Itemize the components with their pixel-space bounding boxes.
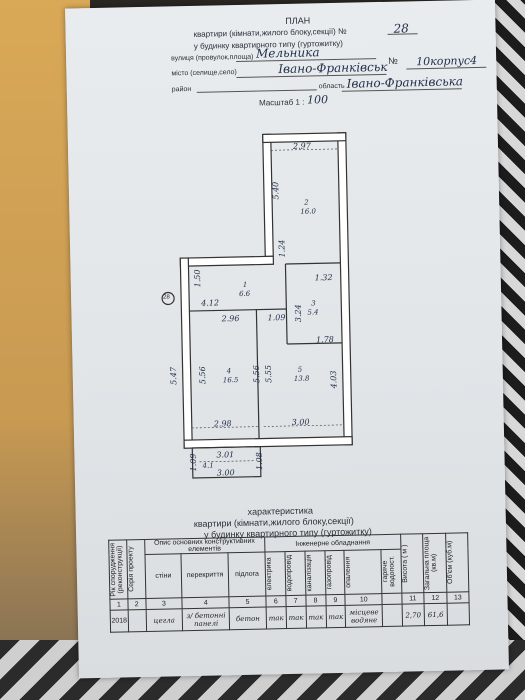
col-number: 10 (345, 593, 383, 606)
dim-label: 1.78 (315, 335, 334, 345)
building-number: 10корпус4 (416, 53, 478, 69)
room-number: 5 (297, 365, 303, 374)
cell-elec: так (266, 606, 287, 629)
header-line1: квартири (кімнати,жилого блоку,секції) № (193, 26, 347, 39)
room-area: 5.4 (307, 308, 319, 317)
characteristics-table: Рік спорудження (реконструкції) Серія пр… (108, 532, 470, 633)
cell-floor: бетон (229, 606, 267, 630)
dim-label: 2.98 (213, 419, 232, 429)
cell-series (127, 609, 147, 632)
header-cell: Рік спорудження (реконструкції) (109, 542, 125, 597)
room-number: 4 (226, 367, 232, 376)
dim-label: 2.97 (292, 141, 311, 151)
cell-heat: місцеве водяне (345, 604, 383, 628)
col-number: 9 (325, 594, 346, 606)
dim-label: 3.01 (216, 450, 235, 460)
dim-label: 3.00 (291, 417, 310, 427)
floor-plan-document: ПЛАН квартири (кімнати,жилого блоку,секц… (65, 0, 509, 679)
room-area: 16.5 (222, 376, 239, 385)
cell-water: так (285, 606, 307, 629)
header-cell: каналізація (305, 554, 313, 592)
district-underline (196, 89, 317, 93)
col-number: 3 (145, 597, 183, 610)
col-number (381, 593, 402, 605)
dim-label: 3.00 (216, 468, 235, 478)
col-number: 5 (229, 596, 267, 608)
dim-label: 1.32 (314, 273, 333, 283)
floor-plan-drawing (161, 132, 353, 479)
dim-label: 2.96 (221, 313, 240, 324)
room-number: 2 (304, 198, 309, 207)
cell-total: 61,6 (423, 603, 448, 626)
dim-label: 5.47 (168, 366, 179, 385)
dim-label: 4.12 (201, 298, 220, 308)
cell-volume (446, 602, 470, 626)
street-value: Мельника (255, 45, 320, 61)
cell-ceiling: з/ бетонні панелі (182, 607, 230, 631)
dim-label: 5.56 (251, 365, 262, 384)
col-number: 6 (265, 595, 286, 607)
col-number: 7 (285, 595, 306, 607)
header-cell: газопровід (325, 555, 333, 590)
dim-label: 5.55 (263, 364, 274, 383)
header-cell: електрика (265, 557, 274, 591)
oblast-label: область (318, 82, 345, 91)
dim-label: 1.50 (192, 269, 203, 288)
apt-marker-label: 28 (163, 294, 170, 301)
cell-height: 2,70 (401, 603, 425, 627)
cell-gas: так (325, 605, 346, 628)
dim-label: 5.40 (271, 181, 281, 200)
room-area: 6.6 (238, 289, 251, 298)
header-cell: Висота ( м ) (401, 544, 410, 583)
col-number: 8 (305, 594, 326, 607)
cell-sewer: так (305, 605, 327, 629)
col-number: 2 (127, 598, 146, 610)
dim-label: 4.03 (329, 370, 339, 389)
header-cell: Об'єм (куб.м) (446, 540, 455, 585)
cell-walls: цегла (145, 608, 183, 632)
doc-title: ПЛАН (285, 15, 311, 26)
dim-label: 1.08 (254, 452, 265, 471)
dim-label: 1.24 (277, 239, 287, 258)
dim-label: 3.24 (293, 304, 304, 323)
col-number: 13 (446, 591, 470, 604)
header-cell: Загальна площа (кв.м) (423, 536, 438, 590)
col-number: 1 (109, 598, 128, 611)
header-cell: водопровід (285, 555, 294, 592)
header-cell: гаряче водопост. (381, 555, 397, 587)
cell-year: 2018 (110, 609, 129, 633)
room-area: 16.0 (300, 207, 317, 216)
room-number: 1 (242, 280, 248, 289)
characteristics-title: характеристика (247, 505, 314, 517)
cell-hotwater (382, 604, 403, 627)
district-label: район (171, 85, 192, 94)
header-cell: Серія проекту (127, 546, 136, 593)
city-label: місто (селище,село) (171, 68, 237, 78)
col-number: 12 (423, 592, 447, 604)
walls (179, 132, 353, 449)
room-number: 3 (311, 299, 316, 308)
dim-label: 1.09 (267, 313, 286, 323)
balcony-area: 4.1 (202, 461, 214, 470)
col-number: 11 (401, 592, 424, 605)
header-cell: перекриття (181, 552, 230, 598)
room-area: 13.8 (293, 374, 310, 383)
building-no-label: № (388, 55, 398, 66)
dim-label: 1.09 (188, 453, 199, 472)
dim-label: 5.56 (197, 366, 208, 385)
header-cell: підлога (228, 552, 266, 597)
header-cell: стіни (144, 553, 183, 599)
header-cell: опалення (344, 556, 353, 588)
